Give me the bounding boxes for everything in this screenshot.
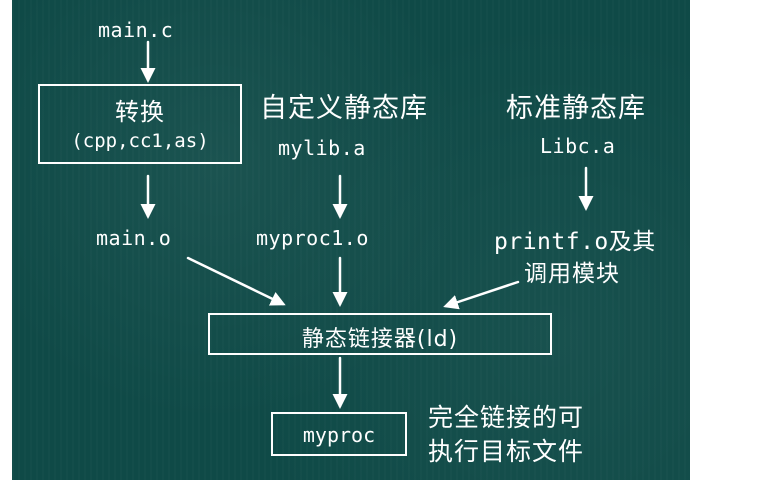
transform-title: 转换 bbox=[115, 98, 165, 126]
transform-tools: (cpp,cc1,as) bbox=[71, 130, 209, 152]
myproc-label: myproc bbox=[302, 423, 376, 447]
exe-desc-line2: 执行目标文件 bbox=[428, 437, 585, 466]
node-myproc1-o: myproc1.o bbox=[256, 226, 369, 250]
node-main-c: main.c bbox=[98, 18, 174, 42]
node-libc-a: Libc.a bbox=[540, 134, 616, 158]
std-lib-title: 标准静态库 bbox=[506, 93, 646, 124]
right-margin bbox=[690, 0, 757, 497]
transform-box: 转换 (cpp,cc1,as) bbox=[38, 84, 242, 164]
myproc-box: myproc bbox=[271, 412, 407, 456]
node-printf-o-line2: 调用模块 bbox=[524, 261, 620, 287]
linker-label: 静态链接器(ld) bbox=[301, 327, 459, 352]
chalkboard: main.c 转换 (cpp,cc1,as) 自定义静态库 mylib.a 标准… bbox=[12, 0, 690, 480]
arrow-main-o-to-linker bbox=[186, 256, 286, 306]
linker-box: 静态链接器(ld) bbox=[208, 313, 552, 355]
arrow-printf-to-linker bbox=[443, 280, 520, 310]
node-main-o: main.o bbox=[96, 226, 172, 250]
custom-lib-title: 自定义静态库 bbox=[260, 93, 428, 124]
bottom-margin bbox=[0, 480, 757, 497]
diagram-arrows bbox=[140, 40, 594, 409]
node-mylib-a: mylib.a bbox=[278, 136, 366, 160]
node-printf-o-line1: printf.o及其 bbox=[494, 229, 656, 255]
exe-desc-line1: 完全链接的可 bbox=[428, 403, 585, 432]
